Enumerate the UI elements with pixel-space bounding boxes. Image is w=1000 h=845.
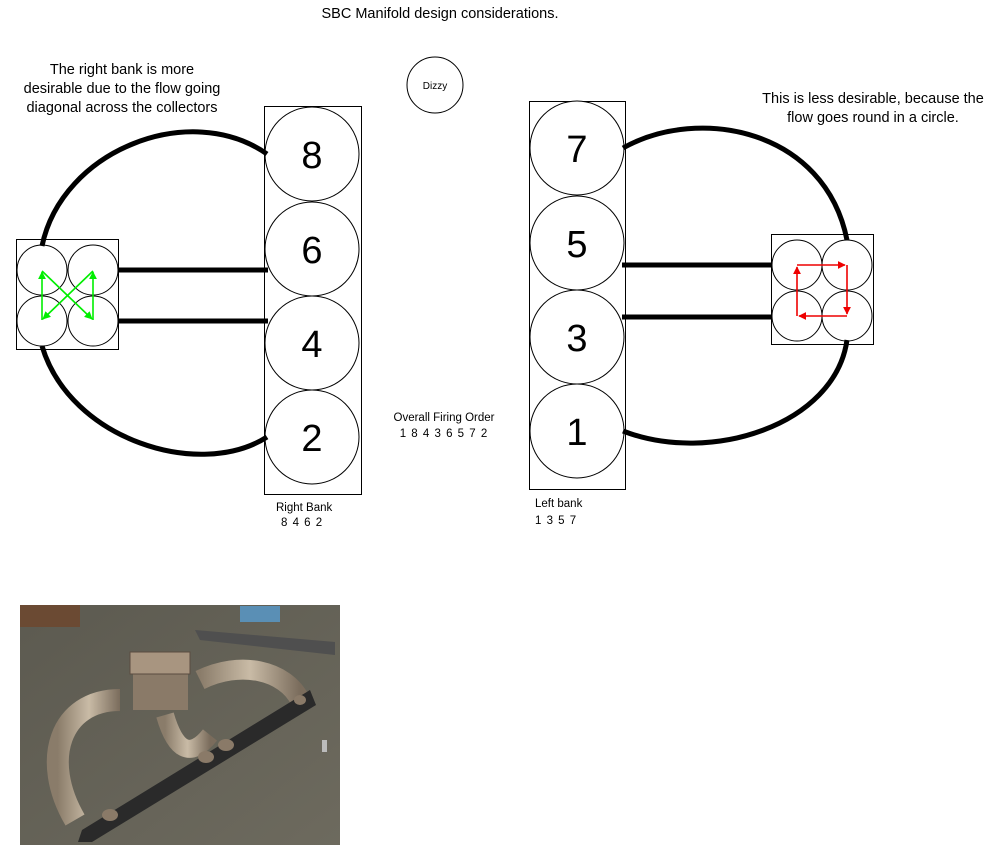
circular-flow-arrows bbox=[793, 261, 851, 320]
left-note-line: desirable due to the flow going bbox=[24, 81, 221, 97]
diagonal-flow-arrows bbox=[38, 270, 97, 320]
cylinder-8: 8 bbox=[301, 135, 322, 177]
right-note: This is less desirable, because the flow… bbox=[762, 91, 984, 126]
cylinder-6: 6 bbox=[301, 230, 322, 272]
manifold-photo bbox=[20, 605, 340, 845]
right-bank-order: 8 4 6 2 bbox=[281, 517, 323, 529]
cylinder-1: 1 bbox=[566, 412, 587, 454]
right-bank-pipes bbox=[39, 129, 269, 457]
firing-order-label: Overall Firing Order bbox=[394, 412, 495, 424]
left-bank: 7 5 3 1 Left bank 1 3 5 7 bbox=[529, 100, 626, 527]
left-bank-collector bbox=[771, 234, 874, 345]
left-bank-pipes bbox=[621, 125, 850, 446]
diagram-title: SBC Manifold design considerations. bbox=[322, 6, 559, 22]
right-note-line: This is less desirable, because the bbox=[762, 91, 984, 107]
left-note-line: The right bank is more bbox=[50, 62, 194, 78]
right-bank: 8 6 4 2 Right Bank 8 4 6 2 bbox=[264, 106, 362, 529]
left-bank-order: 1 3 5 7 bbox=[535, 515, 577, 527]
distributor: Dizzy bbox=[406, 56, 464, 114]
right-bank-collector bbox=[16, 239, 119, 350]
dizzy-label: Dizzy bbox=[423, 81, 447, 92]
right-note-line: flow goes round in a circle. bbox=[787, 110, 959, 126]
cylinder-3: 3 bbox=[566, 318, 587, 360]
left-bank-label: Left bank bbox=[535, 498, 583, 510]
firing-order-value: 1 8 4 3 6 5 7 2 bbox=[400, 428, 489, 440]
cylinder-4: 4 bbox=[301, 324, 322, 366]
left-note-line: diagonal across the collectors bbox=[26, 100, 217, 116]
cylinder-7: 7 bbox=[566, 129, 587, 171]
right-bank-label: Right Bank bbox=[276, 502, 333, 514]
cylinder-5: 5 bbox=[566, 224, 587, 266]
firing-order: Overall Firing Order 1 8 4 3 6 5 7 2 bbox=[394, 412, 495, 440]
cylinder-2: 2 bbox=[301, 418, 322, 460]
left-note: The right bank is more desirable due to … bbox=[24, 62, 221, 116]
